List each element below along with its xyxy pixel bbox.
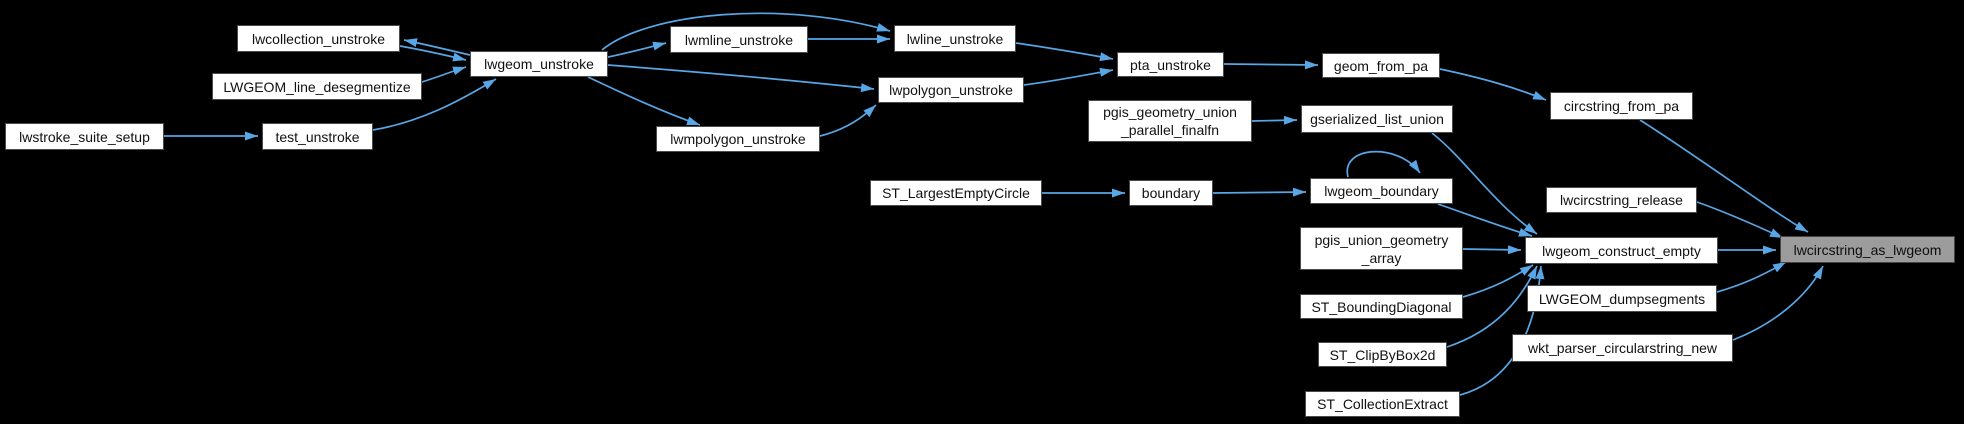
node-wkt_parser_circularstring_new[interactable]: wkt_parser_circularstring_new: [1512, 334, 1733, 362]
edge-LWGEOM_dumpsegments-to-lwcircstring_as_lwgeom: [1716, 261, 1787, 293]
edge-test_unstroke-to-lwgeom_unstroke: [372, 78, 497, 131]
node-pta_unstroke[interactable]: pta_unstroke: [1117, 52, 1224, 77]
edge-LWGEOM_line_desegmentize-to-lwgeom_unstroke: [421, 66, 467, 83]
edge-pta_unstroke-to-geom_from_pa: [1223, 60, 1319, 70]
node-ST_LargestEmptyCircle[interactable]: ST_LargestEmptyCircle: [870, 180, 1042, 206]
node-lwline_unstroke[interactable]: lwline_unstroke: [894, 25, 1016, 52]
node-ST_BoundingDiagonal[interactable]: ST_BoundingDiagonal: [1300, 294, 1463, 319]
node-lwcircstring_as_lwgeom-current: lwcircstring_as_lwgeom: [1780, 236, 1955, 263]
node-lwpolygon_unstroke[interactable]: lwpolygon_unstroke: [878, 77, 1024, 103]
edge-pgis_union_geometry_array-to-lwgeom_construct_empty: [1462, 245, 1522, 255]
edge-boundary-to-lwgeom_boundary: [1212, 187, 1307, 197]
edge-ST_ClipByBox2d-to-lwgeom_construct_empty: [1446, 265, 1538, 348]
edge-circstring_from_pa-to-lwcircstring_as_lwgeom: [1639, 119, 1809, 233]
node-lwmline_unstroke[interactable]: lwmline_unstroke: [670, 26, 808, 53]
edge-lwmpolygon_unstroke-to-lwpolygon_unstroke: [819, 104, 877, 137]
edge-lwline_unstroke-to-pta_unstroke: [1015, 42, 1114, 62]
node-pgis_union_geometry_array[interactable]: pgis_union_geometry _array: [1300, 227, 1463, 270]
edge-lwpolygon_unstroke-to-pta_unstroke: [1023, 67, 1114, 86]
edge-lwgeom_unstroke-to-lwcollection_unstroke: [403, 38, 471, 56]
node-pgis_geometry_union_parallel_finalfn[interactable]: pgis_geometry_union _parallel_finalfn: [1088, 100, 1252, 142]
edge-wkt_parser_circularstring_new-to-lwcircstring_as_lwgeom: [1732, 265, 1824, 341]
node-lwstroke_suite_setup[interactable]: lwstroke_suite_setup: [5, 123, 164, 150]
node-lwgeom_construct_empty[interactable]: lwgeom_construct_empty: [1525, 237, 1718, 264]
node-test_unstroke[interactable]: test_unstroke: [262, 123, 373, 150]
node-LWGEOM_line_desegmentize[interactable]: LWGEOM_line_desegmentize: [212, 73, 422, 100]
edge-lwcollection_unstroke-to-lwgeom_unstroke: [399, 45, 467, 62]
edge-lwcircstring_release-to-lwcircstring_as_lwgeom: [1696, 201, 1784, 239]
node-ST_CollectionExtract[interactable]: ST_CollectionExtract: [1305, 391, 1460, 417]
node-lwmpolygon_unstroke[interactable]: lwmpolygon_unstroke: [656, 126, 820, 152]
edge-pgis_geometry_union_parallel_finalfn-to-gserialized_list_union: [1251, 115, 1298, 125]
node-LWGEOM_dumpsegments[interactable]: LWGEOM_dumpsegments: [1527, 285, 1717, 312]
node-gserialized_list_union[interactable]: gserialized_list_union: [1301, 105, 1453, 133]
node-circstring_from_pa[interactable]: circstring_from_pa: [1550, 92, 1693, 120]
edge-lwgeom_unstroke-to-lwpolygon_unstroke: [607, 64, 875, 93]
node-lwgeom_boundary[interactable]: lwgeom_boundary: [1310, 178, 1453, 204]
edge-lwgeom_unstroke-to-lwline_unstroke: [601, 12, 891, 51]
edge-lwgeom_boundary-to-lwgeom_construct_empty: [1437, 203, 1533, 237]
edge-geom_from_pa-to-circstring_from_pa: [1439, 68, 1547, 101]
node-lwgeom_unstroke[interactable]: lwgeom_unstroke: [470, 51, 608, 77]
node-lwcircstring_release[interactable]: lwcircstring_release: [1546, 187, 1697, 213]
edge-lwgeom_boundary-self-loop: [1346, 150, 1421, 178]
edge-gserialized_list_union-to-lwgeom_construct_empty: [1431, 132, 1538, 235]
node-geom_from_pa[interactable]: geom_from_pa: [1322, 53, 1440, 78]
edge-lwgeom_unstroke-to-lwmpolygon_unstroke: [587, 76, 701, 126]
node-ST_ClipByBox2d[interactable]: ST_ClipByBox2d: [1318, 342, 1447, 367]
node-lwcollection_unstroke[interactable]: lwcollection_unstroke: [237, 25, 400, 52]
node-boundary[interactable]: boundary: [1129, 180, 1213, 206]
edge-lwgeom_unstroke-to-lwmline_unstroke: [607, 41, 667, 58]
